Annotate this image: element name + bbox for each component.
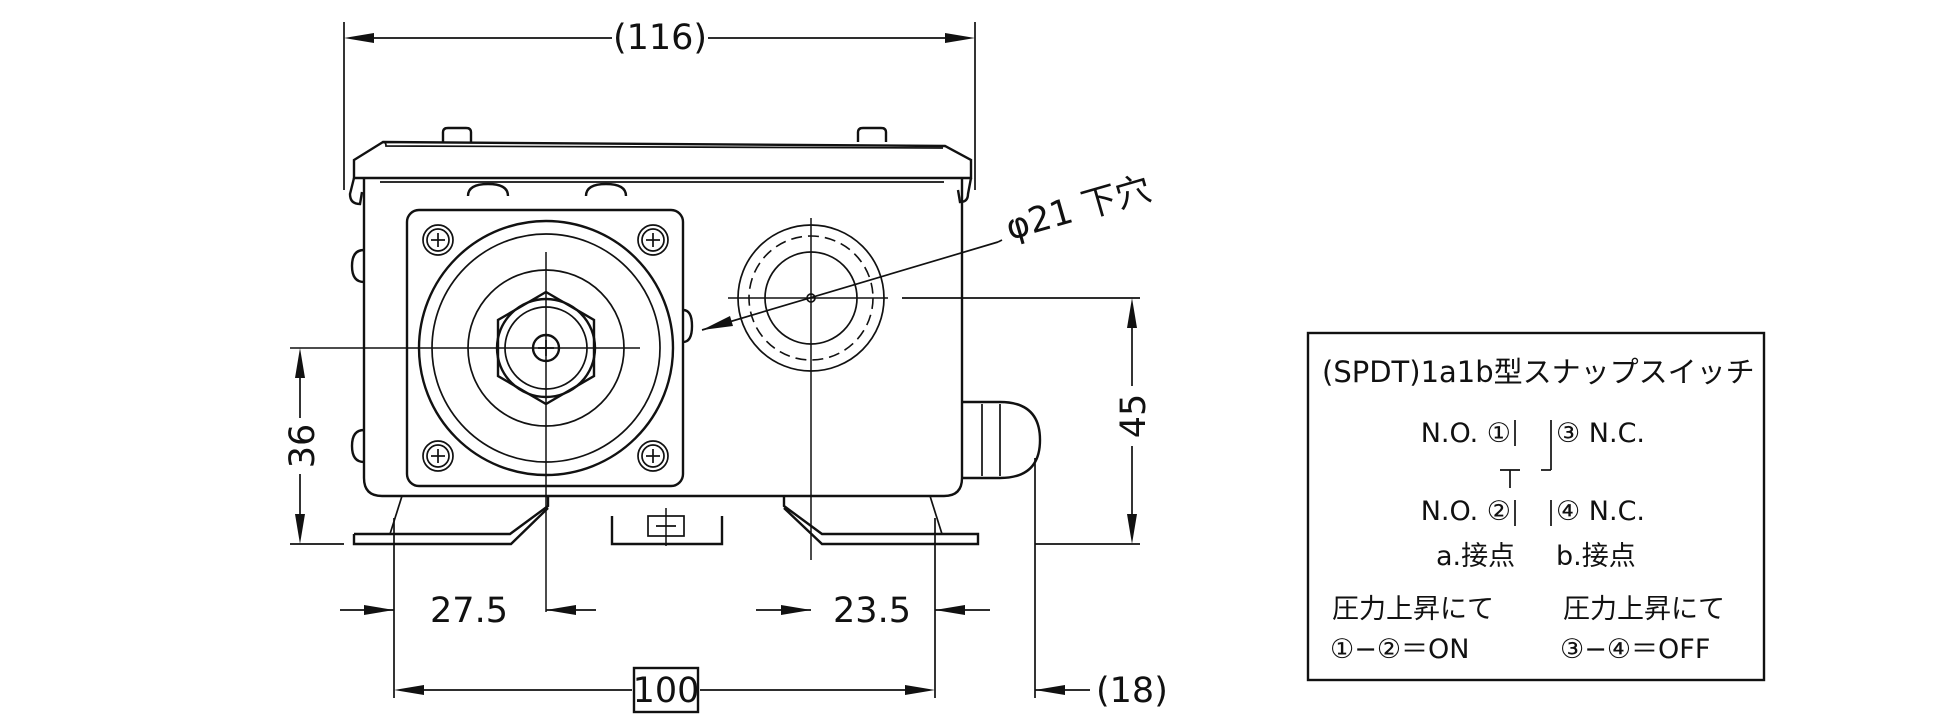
height-fitting-label: 36 [283,424,323,469]
left-caption: 圧力上昇にて [1332,594,1494,625]
offset-right-dimension: 23.5 [756,518,990,698]
nc-lower-label: ④ N.C. [1556,496,1645,527]
lead-out-dimension: (18) [1034,458,1168,711]
overall-width-dimension: (116) [343,18,976,190]
hole-note-label: φ21 下穴 [1001,169,1155,248]
height-fitting-dimension: 36 [283,348,344,545]
screw-icon [422,440,454,472]
offset-left-label: 27.5 [430,591,508,631]
screw-icon [637,440,669,472]
contact-symbol [1500,420,1552,526]
left-state: ①−②＝ON [1330,634,1469,665]
offset-right-label: 23.5 [833,591,911,631]
a-contact-label: a.接点 [1436,541,1515,572]
offset-left-dimension: 27.5 [340,518,596,698]
height-port-dimension: 45 [1035,298,1154,545]
pressure-port-plate [290,208,685,612]
lead-out-label: (18) [1096,671,1168,711]
basic-dimension-frame [632,666,700,714]
screw-icon [637,224,669,256]
right-state: ③−④＝OFF [1560,634,1710,665]
knockout-hole: φ21 下穴 [701,169,1155,560]
spec-title: (SPDT)1a1b型スナップスイッチ [1322,355,1755,389]
mount-pitch-label: 100 [633,671,700,711]
nc-upper-label: ③ N.C. [1556,418,1645,449]
mount-pitch-dimension: 100 [394,666,935,714]
overall-width-label: (116) [613,18,707,58]
right-caption: 圧力上昇にて [1563,594,1725,625]
height-port-label: 45 [1114,394,1154,439]
no-lower-label: N.O. ② [1421,496,1511,527]
b-contact-label: b.接点 [1556,541,1636,572]
screw-icon [422,224,454,256]
switch-enclosure [348,126,1042,546]
switch-spec-box: (SPDT)1a1b型スナップスイッチ N.O. ① ③ N.C. N.O. ②… [1306,331,1766,682]
no-upper-label: N.O. ① [1421,418,1511,449]
